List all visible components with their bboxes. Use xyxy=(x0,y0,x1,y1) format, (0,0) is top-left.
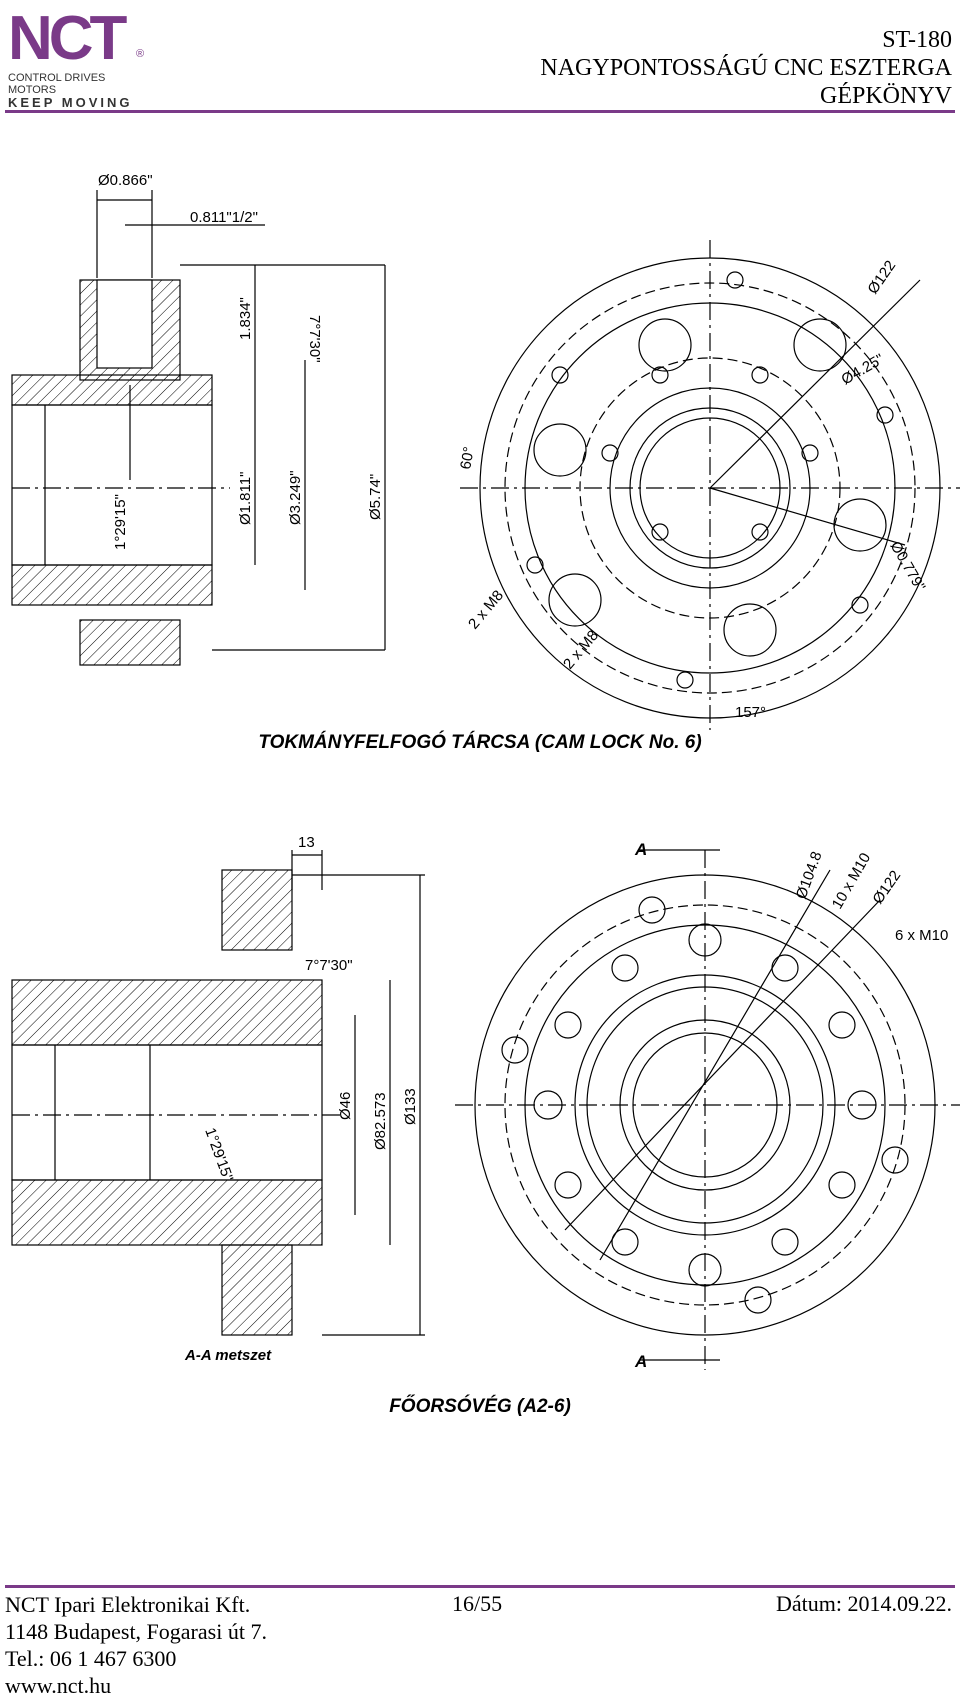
logo-slogan: KEEP MOVING xyxy=(8,95,133,110)
cam-lock-drawing: Ø0.866" 0.811"1/2" 1.834" 7°7'30" 1°29'1… xyxy=(11,172,960,730)
dim-label: 6 x M10 xyxy=(895,927,948,944)
dim-label: 2 x M8 xyxy=(465,587,507,632)
header-subtitle: GÉPKÖNYV xyxy=(820,83,952,109)
document-date: Dátum: 2014.09.22. xyxy=(776,1591,952,1616)
dim-label: Ø5.74" xyxy=(367,474,384,520)
dim-label: 60° xyxy=(457,445,478,470)
dim-label: Ø46 xyxy=(337,1092,354,1120)
dim-label: Ø3.249" xyxy=(287,470,304,525)
dim-label: Ø122 xyxy=(864,257,899,297)
logo-mark: NCT xyxy=(8,4,127,73)
company-logo: NCT ® CONTROL DRIVES MOTORS KEEP MOVING xyxy=(8,4,148,110)
footer-street: 1148 Budapest, Fogarasi út 7. xyxy=(5,1619,267,1644)
footer-address: NCT Ipari Elektronikai Kft. 1148 Budapes… xyxy=(5,1591,267,1699)
front-view-2 xyxy=(455,849,960,1370)
dim-label: 13 xyxy=(298,834,315,851)
section-view-2 xyxy=(11,850,425,1336)
spindle-nose-drawing: 13 7°7'30" 1°29'15" Ø46 Ø82.573 Ø133 Ø10… xyxy=(11,834,960,1371)
dim-label: Ø1.811" xyxy=(237,472,254,525)
footer-rule xyxy=(5,1585,955,1588)
dim-label: 1°29'15" xyxy=(201,1126,236,1184)
document-header: ST-180 NAGYPONTOSSÁGÚ CNC ESZTERGA GÉPKÖ… xyxy=(540,26,952,110)
drawing-caption: TOKMÁNYFELFOGÓ TÁRCSA (CAM LOCK No. 6) xyxy=(258,732,702,753)
footer-company: NCT Ipari Elektronikai Kft. xyxy=(5,1592,251,1617)
dim-label: 0.811"1/2" xyxy=(190,209,258,226)
dim-label: Ø0.779" xyxy=(887,539,929,595)
section-mark: A xyxy=(634,840,647,859)
header-model: ST-180 xyxy=(882,27,952,53)
front-view-1 xyxy=(460,240,960,730)
section-view-1 xyxy=(11,190,386,666)
dim-label: Ø122 xyxy=(869,867,904,907)
dim-label: 157° xyxy=(735,704,766,721)
dim-label: 1.834" xyxy=(237,297,254,340)
dim-label: 1°29'15" xyxy=(112,494,129,550)
dim-label: Ø82.573 xyxy=(372,1092,389,1150)
footer-web: www.nct.hu xyxy=(5,1673,112,1698)
dim-label: Ø104.8 xyxy=(793,849,826,901)
dim-label: 7°7'30" xyxy=(306,315,323,363)
logo-tagline: CONTROL DRIVES MOTORS xyxy=(8,72,106,96)
dim-label: Ø133 xyxy=(402,1088,419,1125)
page-number: 16/55 xyxy=(452,1591,503,1616)
header-title: NAGYPONTOSSÁGÚ CNC ESZTERGA xyxy=(540,55,952,81)
section-label: A-A metszet xyxy=(184,1347,272,1364)
dim-label: 10 x M10 xyxy=(829,850,875,912)
section-mark: A xyxy=(634,1352,647,1371)
dim-label: 7°7'30" xyxy=(305,957,353,974)
logo-registered: ® xyxy=(136,48,145,60)
drawing-caption: FŐORSÓVÉG (A2-6) xyxy=(389,1396,571,1417)
header-rule xyxy=(5,110,955,113)
dim-label: Ø0.866" xyxy=(98,172,153,189)
footer-phone: Tel.: 06 1 467 6300 xyxy=(5,1646,177,1671)
